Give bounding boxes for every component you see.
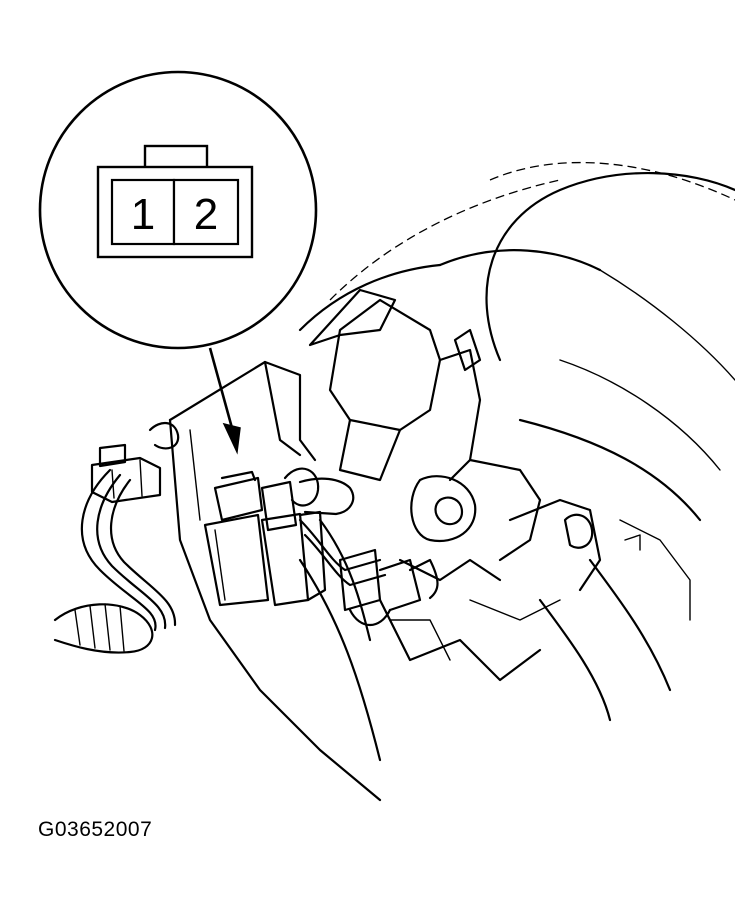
connector-callout: 1 2 [38,70,318,350]
steering-column-housing [168,298,691,802]
left-harness-connector [90,443,162,504]
target-connector [203,467,439,626]
dashboard-outline [298,161,735,522]
pin-1-label: 1 [131,190,155,239]
figure-id: G03652007 [38,818,153,841]
wire-harness [53,422,180,654]
connector-face-icon [96,144,254,259]
pointer-arrow [208,347,241,455]
pin-2-label: 2 [194,190,218,239]
